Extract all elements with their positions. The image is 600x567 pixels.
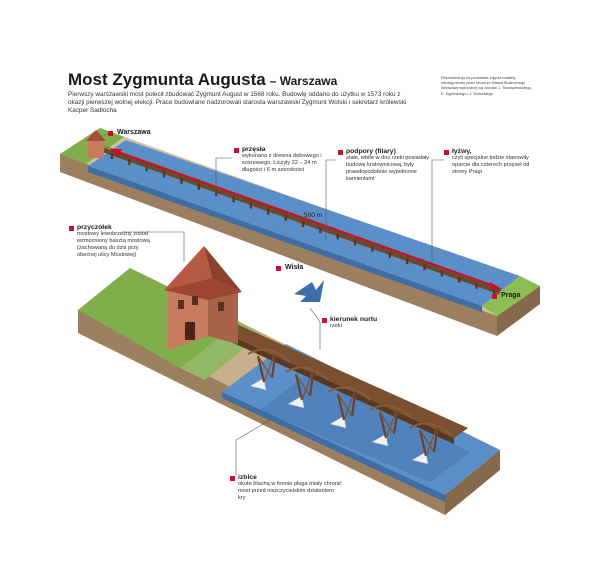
- callout-podpory-title: podpory (filary): [346, 148, 396, 155]
- overview-pier: [475, 282, 478, 289]
- marker-kierunek: [322, 318, 327, 323]
- place-praga: Praga: [501, 292, 521, 299]
- bridge-piers: [247, 348, 453, 457]
- leader-lines: [122, 157, 444, 476]
- marker-izbice: [230, 476, 235, 481]
- overview-pier: [405, 258, 409, 265]
- overview-pier: [197, 183, 201, 190]
- ice-breaker: [287, 395, 305, 409]
- truss-pier: [327, 386, 371, 421]
- truss-pier: [247, 348, 291, 383]
- callout-kierunek-text: rzeki: [330, 323, 342, 329]
- overview-tower: [86, 130, 106, 158]
- length-label: 500 m: [304, 212, 323, 219]
- callout-izbice-text: okute blachą w formie pługa miały chroni…: [238, 481, 342, 501]
- callout-podpory: podpory (filary) stałe, wbite w dno rzek…: [346, 148, 436, 183]
- callout-lyzwy-title: łyżwy,: [452, 148, 472, 155]
- length-arrow: [110, 149, 502, 290]
- truss-pier: [369, 404, 413, 439]
- overview-pier: [492, 289, 496, 295]
- overview-pier: [267, 208, 270, 215]
- overview-pier: [353, 239, 357, 246]
- overview-pier: [128, 159, 131, 166]
- overview-pier: [336, 233, 339, 240]
- overview-pier: [232, 196, 235, 203]
- callout-kierunek-title: kierunek nurtu: [330, 316, 378, 323]
- overview-pier: [440, 270, 444, 277]
- ice-breaker: [411, 451, 429, 465]
- overview-pier: [284, 214, 287, 221]
- title-main: Most Zygmunta Augusta: [68, 70, 266, 89]
- flow-direction-arrow: [294, 280, 324, 302]
- overview-pier: [458, 276, 461, 283]
- overview-pier: [180, 177, 183, 184]
- callout-przesla-text: wykonano z drewna dębowego i sosnowego. …: [242, 153, 322, 173]
- callout-izbice-title: izbice: [238, 474, 257, 481]
- title-subtitle: – Warszawa: [269, 74, 338, 88]
- callout-przyczolek: przyczółek mostowy lewobrzeżny został wz…: [77, 224, 153, 259]
- marker-przesla: [234, 148, 239, 153]
- truss-pier: [409, 422, 453, 457]
- page-title: Most Zygmunta Augusta– Warszawa: [68, 70, 337, 90]
- bridge-tower: [164, 246, 242, 350]
- overview-pier: [388, 251, 392, 258]
- detail-river-front: [222, 392, 445, 502]
- ice-breaker: [329, 415, 347, 429]
- overview-river-front: [88, 166, 482, 312]
- marker-warszawa: [108, 131, 113, 136]
- overview-pier: [371, 245, 374, 252]
- detail-river-shade: [260, 372, 470, 482]
- callout-izbice: izbice okute blachą w formie pługa miały…: [238, 474, 342, 502]
- overview-ground-side: [497, 286, 540, 336]
- overview-pier: [249, 202, 253, 209]
- place-wisla: Wisła: [285, 264, 304, 271]
- intro-text: Pierwszy warszawski most polecił zbudowa…: [68, 91, 407, 115]
- overview-pier: [145, 165, 148, 172]
- callout-przesla: przęsła wykonano z drewna dębowego i sos…: [242, 146, 330, 174]
- marker-praga: [492, 294, 497, 299]
- detail-ground-side: [445, 450, 500, 515]
- ice-breaker: [249, 377, 267, 391]
- callout-podpory-text: stałe, wbite w dno rzeki posiadały budow…: [346, 155, 430, 182]
- overview-pier: [423, 264, 426, 271]
- callout-kierunek: kierunek nurtu rzeki: [330, 316, 410, 330]
- truss-pier: [285, 366, 329, 401]
- detail-diorama: [78, 246, 500, 515]
- overview-right-bank-grass: [482, 276, 540, 316]
- detail-grass: [78, 268, 240, 368]
- callout-lyzwy: łyżwy, czyli specjalne łodzie stanowiły …: [452, 148, 532, 176]
- callout-przyczolek-text: mostowy lewobrzeżny został wzmocniony ba…: [77, 231, 150, 258]
- ice-breakers: [249, 377, 429, 465]
- marker-wisla: [276, 266, 281, 271]
- place-warszawa: Warszawa: [117, 129, 151, 136]
- ice-breaker: [371, 433, 389, 447]
- marker-podpory: [338, 150, 343, 155]
- callout-lyzwy-text: czyli specjalne łodzie stanowiły oparcie…: [452, 155, 530, 175]
- overview-pier: [301, 221, 305, 227]
- overview-pier: [319, 227, 322, 234]
- detail-bridge-deck: [218, 322, 468, 438]
- callout-przyczolek-title: przyczółek: [77, 224, 112, 231]
- overview-pier: [110, 153, 114, 159]
- credit-text: Rekonstrukcja na podstawie zdjęcia makie…: [441, 76, 532, 96]
- marker-lyzwy: [444, 150, 449, 155]
- marker-przyczolek: [69, 226, 74, 231]
- overview-pier: [162, 171, 166, 178]
- callout-przesla-title: przęsła: [242, 146, 266, 153]
